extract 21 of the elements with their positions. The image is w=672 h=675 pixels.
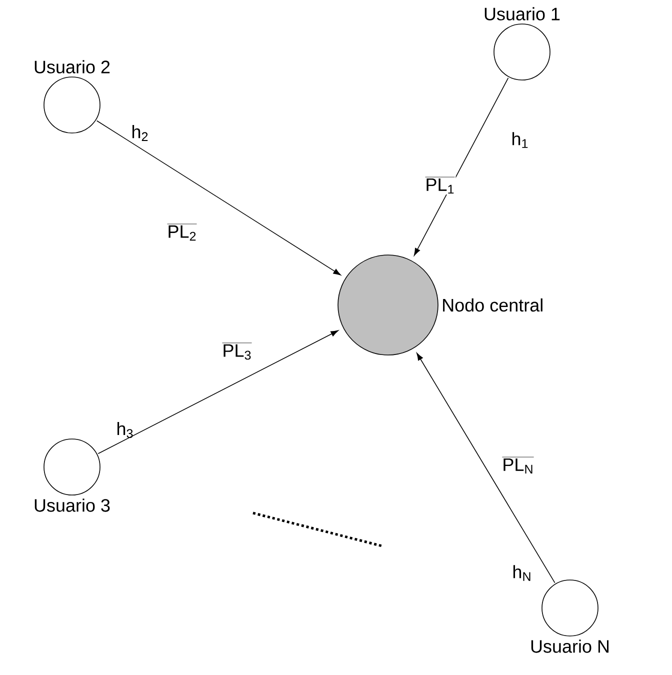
circle-node: Usuario 1 <box>484 7 560 80</box>
arrow <box>416 352 556 584</box>
node-label: Usuario 3 <box>34 498 110 512</box>
node-label: Usuario 1 <box>484 7 560 20</box>
edge-label: PL$_{N}$ <box>501 455 535 475</box>
circle-node: Usuario N <box>531 580 608 653</box>
arrow <box>96 120 341 276</box>
edge-label: PL$_{3}$ <box>221 341 253 361</box>
channel-label: h$_{2}$ <box>132 125 148 141</box>
circle-node: Usuario 3 <box>34 438 110 512</box>
circle-node: Usuario 2 <box>34 60 110 134</box>
arrow <box>98 330 338 454</box>
node-label: Usuario 2 <box>34 60 110 74</box>
circle-node: Nodo central <box>338 254 542 356</box>
channel-label: h$_{N}$ <box>513 565 530 581</box>
edge-label: PL$_{1}$ <box>424 175 456 195</box>
channel-label: h$_{1}$ <box>512 132 528 148</box>
node-label: Usuario N <box>531 640 609 653</box>
arrow <box>414 78 509 256</box>
node-label: Nodo central <box>443 298 542 312</box>
edge-label: PL$_{2}$ <box>166 222 198 242</box>
